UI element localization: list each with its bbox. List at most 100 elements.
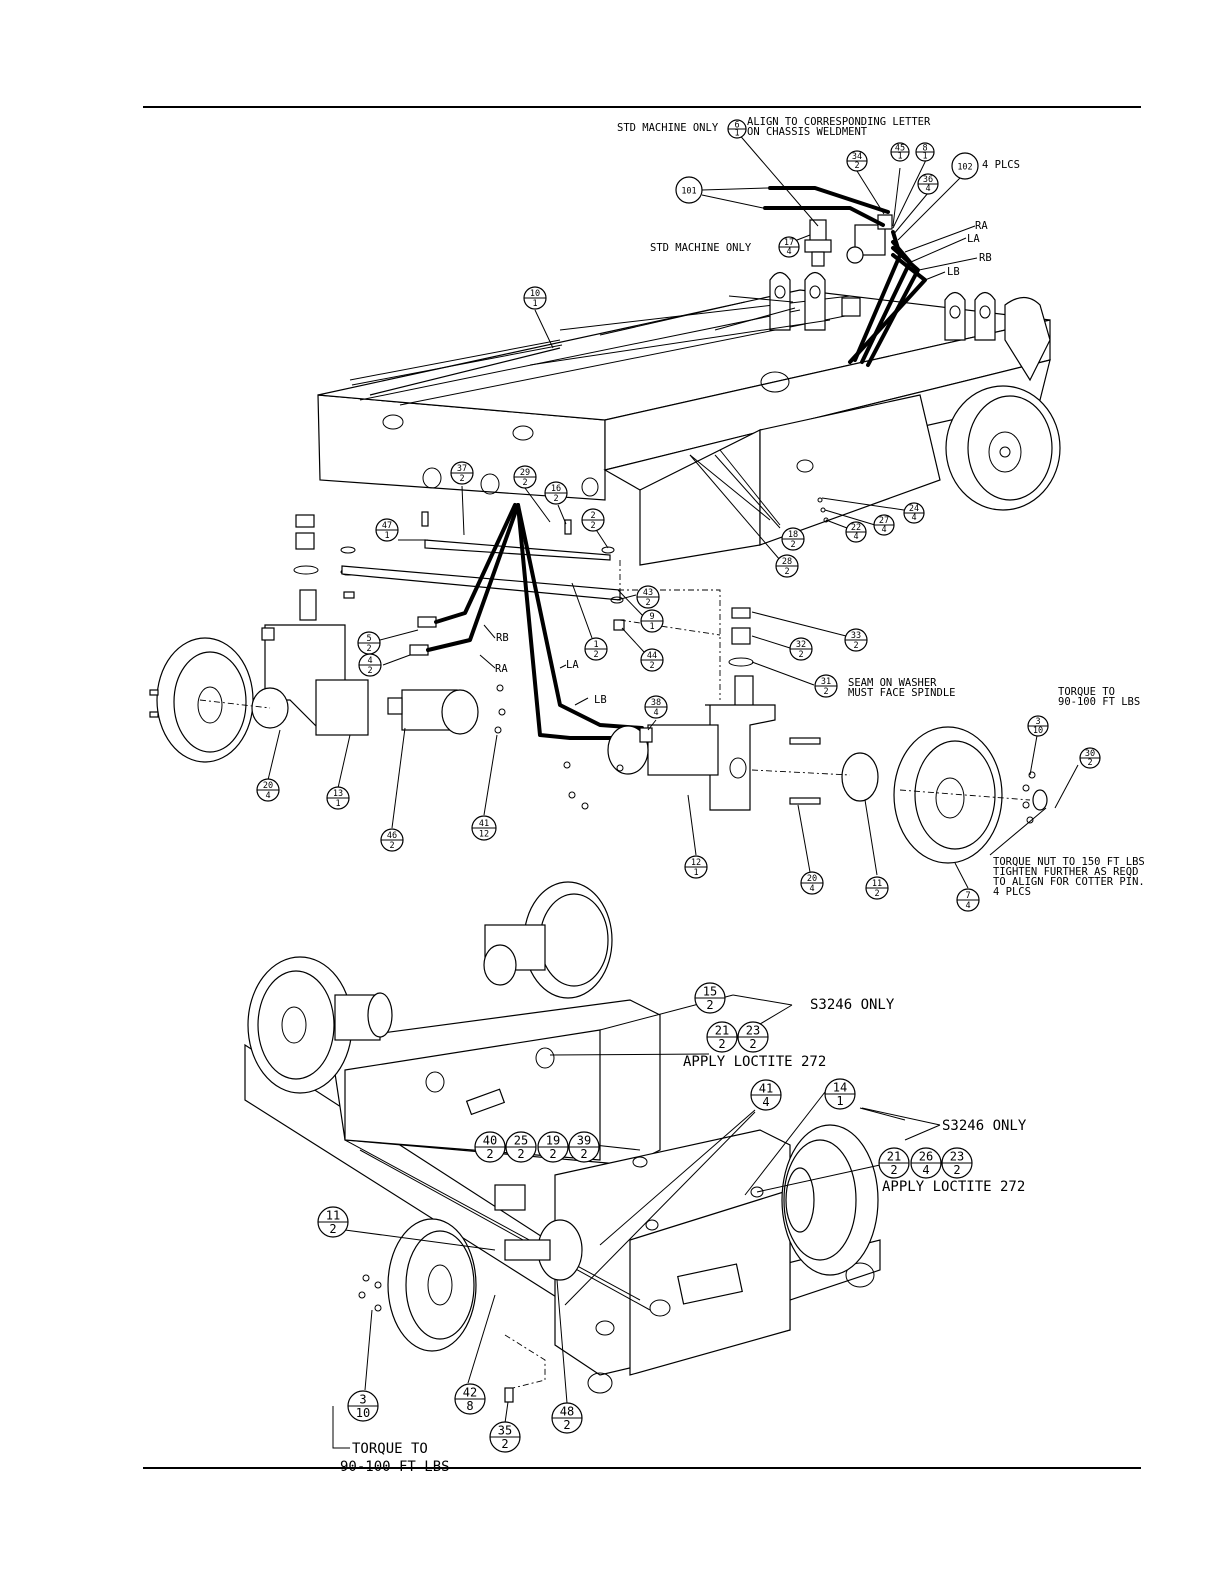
balloon-quantity: 2 — [366, 644, 371, 654]
balloon-item-number: 46 — [387, 831, 397, 841]
balloon-item-number: 45 — [895, 143, 905, 153]
note-std-machine-only-2: STD MACHINE ONLY — [650, 242, 752, 254]
balloon-quantity: 4 — [925, 184, 930, 194]
hose-label-rb: RB — [979, 252, 992, 264]
balloon-item-number: 5 — [366, 634, 371, 644]
balloon-quantity: 1 — [836, 1094, 843, 1108]
callout-balloon-b15-2: 152 — [694, 982, 726, 1014]
balloon-item-number: 11 — [326, 1208, 340, 1222]
callout-balloon-b1-2: 12 — [584, 637, 608, 661]
assembled-wheel-front-left — [358, 1218, 477, 1352]
balloon-item-number: 23 — [746, 1023, 760, 1037]
balloon-item-number: 25 — [514, 1133, 528, 1147]
callout-balloon-b16-2: 162 — [544, 481, 568, 505]
balloon-quantity: 4 — [922, 1163, 929, 1177]
balloon-quantity: 1 — [693, 868, 698, 878]
callout-balloon-b22-4: 224 — [845, 521, 867, 543]
balloon-quantity: 8 — [466, 1399, 473, 1413]
balloon-item-number: 19 — [546, 1133, 560, 1147]
callout-balloon-b12-1: 121 — [684, 855, 708, 879]
upper-exploded-view — [149, 186, 1061, 864]
callout-balloon-b29-2: 292 — [513, 465, 537, 489]
note-torque-1b: 90-100 FT LBS — [1058, 696, 1140, 708]
callout-balloon-b19-2: 192 — [537, 1131, 569, 1163]
balloon-quantity: 4 — [809, 884, 814, 894]
note-torque-nut-4: 4 PLCS — [993, 886, 1031, 898]
note-torque-nut-3: TO ALIGN FOR COTTER PIN. — [993, 876, 1145, 888]
callout-balloon-b33-2: 332 — [844, 628, 868, 652]
assembled-frame — [244, 999, 881, 1394]
balloon-quantity: 4 — [881, 525, 886, 535]
balloon-item-number: 27 — [879, 516, 889, 526]
lower-hoses — [426, 503, 644, 740]
centerline-lower — [504, 1334, 546, 1400]
balloon-item-number: 13 — [333, 789, 343, 799]
hose-label-ra: RA — [975, 220, 988, 232]
centerlines — [199, 560, 1031, 801]
balloon-item-number: 43 — [643, 588, 653, 598]
balloon-item-number: 41 — [479, 819, 489, 829]
callout-balloon-b34-2: 342 — [846, 150, 868, 172]
hose-label-lb: LB — [947, 266, 960, 278]
hose-label-la: LA — [967, 233, 980, 245]
leader-lines — [267, 131, 1079, 1449]
balloon-item-number: 44 — [647, 651, 657, 661]
balloon-circle — [675, 176, 703, 204]
balloon-quantity: 2 — [749, 1037, 756, 1051]
note-s3246-only-2: S3246 ONLY — [942, 1118, 1027, 1134]
fastener-group — [563, 497, 829, 810]
balloon-quantity: 4 — [762, 1095, 769, 1109]
balloon-quantity: 2 — [823, 687, 828, 697]
balloon-quantity: 2 — [798, 650, 803, 660]
wheel-front-left — [149, 637, 289, 763]
balloon-item-number: 36 — [923, 175, 933, 185]
callout-balloon-b37-2: 372 — [450, 461, 474, 485]
balloon-quantity: 1 — [649, 622, 654, 632]
callout-balloon-b11-2a: 112 — [865, 876, 889, 900]
balloon-quantity: 12 — [479, 830, 489, 840]
balloon-item-number: 30 — [1085, 749, 1095, 759]
note-align-2: ON CHASSIS WELDMENT — [747, 126, 868, 138]
callout-balloon-b36-4: 364 — [917, 173, 939, 195]
callout-balloon-b20-4b: 204 — [800, 871, 824, 895]
callout-balloon-b21-2b: 212 — [878, 1147, 910, 1179]
callout-balloon-b41-4: 414 — [750, 1079, 782, 1111]
balloon-quantity: 1 — [922, 151, 927, 161]
note-s3246-only-1: S3246 ONLY — [810, 997, 895, 1013]
balloon-quantity: 4 — [853, 532, 858, 542]
callout-balloon-b46-2: 462 — [380, 828, 404, 852]
balloon-item-number: 16 — [551, 484, 561, 494]
balloon-quantity: 2 — [517, 1147, 524, 1161]
left-spindle — [261, 589, 369, 736]
callout-balloon-b3-10a: 310 — [1027, 715, 1049, 737]
balloon-item-number: 11 — [872, 879, 882, 889]
balloon-item-number: 24 — [909, 504, 919, 514]
callout-balloon-b25-2: 252 — [505, 1131, 537, 1163]
balloon-quantity: 2 — [784, 567, 789, 577]
callout-balloon-b42-8: 428 — [454, 1383, 486, 1415]
balloon-quantity: 1 — [734, 128, 739, 138]
note-torque-nut-2: TIGHTEN FURTHER AS REQD — [993, 866, 1138, 878]
balloon-item-number: 21 — [715, 1023, 729, 1037]
note-text: STD MACHINE ONLY ALIGN TO CORRESPONDING … — [495, 116, 1145, 898]
bottom-rule — [143, 1467, 1141, 1469]
balloon-item-number: 29 — [520, 468, 530, 478]
balloon-quantity: 10 — [1033, 726, 1043, 736]
lower-assembled-view — [244, 881, 881, 1403]
rod-item-10 — [369, 347, 561, 396]
assembled-wheel-rear-right — [483, 881, 613, 999]
callout-balloon-b32-2: 322 — [789, 637, 813, 661]
callout-balloon-b6-1: 61 — [727, 119, 747, 139]
left-drive-motor — [387, 684, 506, 735]
balloon-item-number: 18 — [788, 530, 798, 540]
callout-balloon-b20-4a: 204 — [256, 778, 280, 802]
balloon-quantity: 10 — [356, 1406, 370, 1420]
callout-balloon-b48-2: 482 — [551, 1402, 583, 1434]
balloon-quantity: 2 — [790, 540, 795, 550]
lower-label-rb: RB — [496, 632, 509, 644]
callout-balloon-b30-2: 302 — [1079, 747, 1101, 769]
lower-label-ra: RA — [495, 663, 508, 675]
balloon-quantity: 2 — [549, 1147, 556, 1161]
balloon-quantity: 2 — [593, 650, 598, 660]
